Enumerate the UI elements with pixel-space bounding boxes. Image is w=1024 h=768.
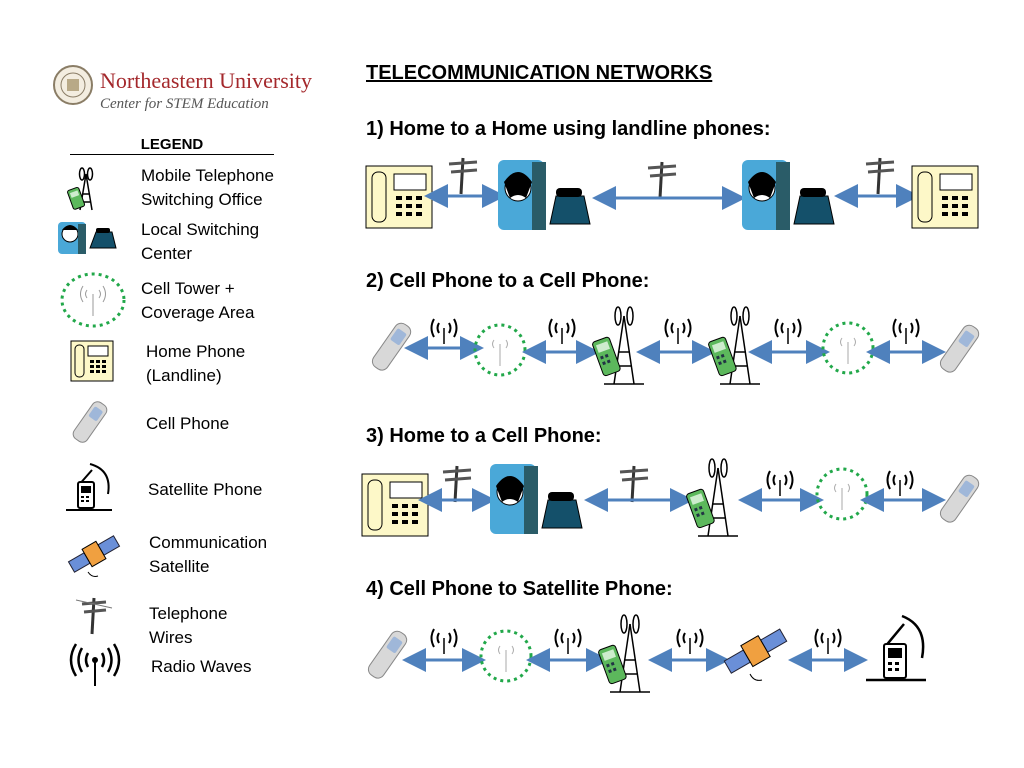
legend-label-mobile-switching-office: Mobile Telephone Switching Office [141,166,274,209]
section-title-cell-to-cell: 2) Cell Phone to a Cell Phone: [366,270,650,292]
radio-waves-icon [69,643,121,686]
local-switching-center-icon [58,222,117,254]
mobile-switching-office-icon [67,167,94,211]
legend-label-satellite-phone: Satellite Phone [148,480,263,499]
logo-university-name: Northeastern University [100,68,312,93]
section-title-home-to-cell: 3) Home to a Cell Phone: [366,425,602,447]
legend-label-home-phone: Home Phone (Landline) [146,342,246,385]
section-title-home-to-home: 1) Home to a Home using landline phones: [366,118,771,140]
communication-satellite-icon [67,535,121,577]
section-title-cell-to-satellite: 4) Cell Phone to Satellite Phone: [366,578,673,600]
telephone-wires-icon [75,597,113,635]
legend-label-cell-tower: Cell Tower + Coverage Area [141,279,255,322]
university-seal-icon [53,65,93,105]
university-logo: Northeastern University Center for STEM … [52,62,342,122]
row-home-to-cell [361,458,982,537]
cell-tower-coverage-icon [60,272,126,328]
legend-label-local-switching-center: Local Switching Center [141,220,260,263]
legend-label-cell-phone: Cell Phone [146,414,230,433]
legend-label-communication-satellite: Communication Satellite [149,533,268,576]
row-cell-to-cell [369,306,982,385]
legend-label-telephone-wires: Telephone Wires [149,604,228,647]
home-phone-icon [70,340,114,382]
legend-title: LEGEND [70,136,274,155]
row-cell-to-satellite-phone [365,614,928,693]
cell-phone-icon [72,401,108,443]
logo-center-name: Center for STEM Education [100,96,269,112]
legend-label-radio-waves: Radio Waves [151,657,252,676]
page-title: TELECOMMUNICATION NETWORKS [366,62,713,84]
row-home-to-home [365,156,979,231]
satellite-phone-icon [66,463,112,511]
